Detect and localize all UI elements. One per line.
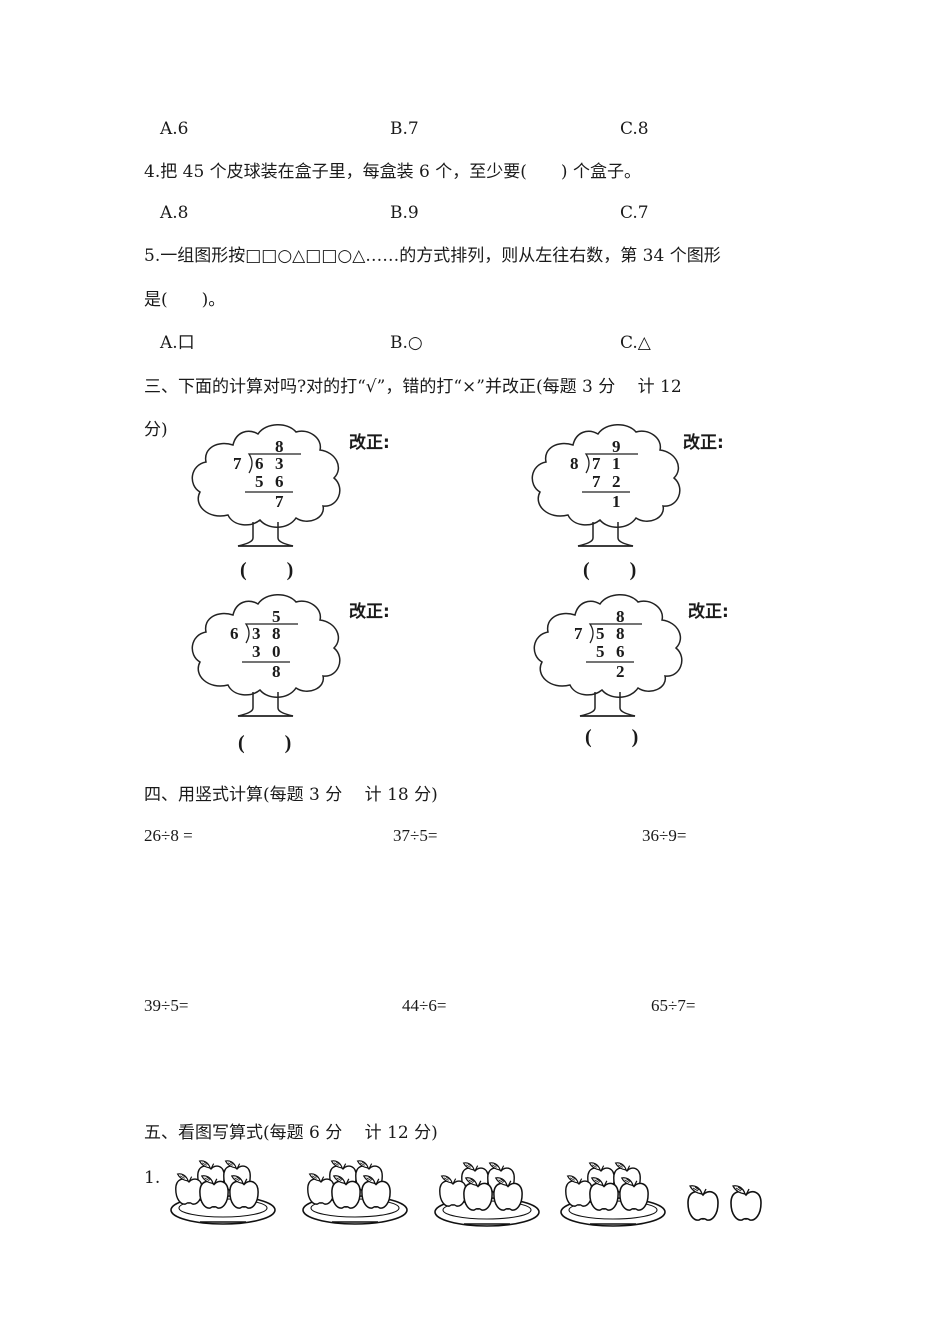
- section-3-title-line1: 三、下面的计算对吗?对的打“√”，错的打“×”并改正(每题 3 分 计 12: [144, 377, 682, 397]
- fix-label-2: 改正:: [683, 433, 724, 453]
- plate-of-apples-4: [558, 1160, 668, 1234]
- tree-icon: [188, 590, 348, 720]
- product-digit-2: 6: [275, 472, 284, 491]
- plate-of-apples-3: [432, 1160, 542, 1234]
- product-digit-1: 3: [252, 642, 261, 661]
- q5-option-a: A.口: [160, 333, 195, 353]
- dividend-digit-2: 1: [612, 454, 621, 473]
- section-5-title: 五、看图写算式(每题 6 分 计 12 分): [144, 1123, 438, 1143]
- fix-label-3: 改正:: [349, 602, 390, 622]
- apple-plate-icon: [168, 1158, 278, 1228]
- product-digit-1: 7: [592, 472, 601, 491]
- calc-problem-1: 26÷8 =: [144, 826, 193, 845]
- quotient: 8: [275, 437, 284, 456]
- question-4-text: 4.把 45 个皮球装在盒子里，每盒装 6 个，至少要( ) 个盒子。: [144, 162, 641, 182]
- q4-option-b: B.9: [390, 203, 419, 223]
- loose-apple-1: [686, 1183, 720, 1227]
- tree-icon: [530, 590, 690, 720]
- divisor: 7: [233, 454, 242, 473]
- answer-paren-1[interactable]: ( ): [240, 559, 294, 581]
- q3-option-a: A.6: [160, 119, 189, 139]
- division-tree-4: 8 7 5 8 5 6 2 ( ): [530, 590, 700, 770]
- divisor: 7: [574, 624, 583, 643]
- apple-plate-icon: [300, 1158, 410, 1228]
- fix-label-1: 改正:: [349, 433, 390, 453]
- calc-problem-3: 36÷9=: [642, 826, 687, 845]
- division-tree-1: 8 7 6 3 5 6 7 ( ): [188, 420, 358, 600]
- q4-option-a: A.8: [160, 203, 189, 223]
- apple-plate-icon: [558, 1160, 668, 1230]
- dividend-digit-2: 3: [275, 454, 284, 473]
- quotient: 5: [272, 607, 281, 626]
- answer-paren-4[interactable]: ( ): [585, 726, 639, 748]
- calc-problem-5: 44÷6=: [402, 996, 447, 1015]
- divisor: 8: [570, 454, 579, 473]
- fix-label-4: 改正:: [688, 602, 729, 622]
- q5-option-b: B.○: [390, 333, 423, 353]
- dividend-digit-1: 5: [596, 624, 605, 643]
- calc-problem-4: 39÷5=: [144, 996, 189, 1015]
- apple-icon: [729, 1183, 763, 1223]
- answer-paren-2[interactable]: ( ): [583, 559, 637, 581]
- divisor: 6: [230, 624, 239, 643]
- division-tree-3: 5 6 3 8 3 0 8 ( ): [188, 590, 358, 770]
- calc-problem-6: 65÷7=: [651, 996, 696, 1015]
- remainder: 8: [272, 662, 281, 681]
- section-4-title: 四、用竖式计算(每题 3 分 计 18 分): [144, 785, 438, 805]
- dividend-digit-2: 8: [616, 624, 625, 643]
- product-digit-1: 5: [255, 472, 264, 491]
- question-5-text-line2: 是( )。: [144, 290, 226, 310]
- calc-problem-2: 37÷5=: [393, 826, 438, 845]
- product-digit-2: 6: [616, 642, 625, 661]
- product-digit-2: 2: [612, 472, 621, 491]
- tree-icon: [528, 420, 688, 550]
- division-tree-2: 9 8 7 1 7 2 1 ( ): [528, 420, 698, 600]
- plate-of-apples-1: [168, 1158, 278, 1232]
- plate-of-apples-2: [300, 1158, 410, 1232]
- apple-icon: [686, 1183, 720, 1223]
- dividend-digit-2: 8: [272, 624, 281, 643]
- q3-option-b: B.7: [390, 119, 419, 139]
- apple-plate-icon: [432, 1160, 542, 1230]
- remainder: 1: [612, 492, 621, 511]
- product-digit-1: 5: [596, 642, 605, 661]
- quotient: 8: [616, 607, 625, 626]
- dividend-digit-1: 7: [592, 454, 601, 473]
- q4-option-c: C.7: [620, 203, 649, 223]
- quotient: 9: [612, 437, 621, 456]
- tree-icon: [188, 420, 348, 550]
- item-1-label: 1.: [144, 1168, 161, 1188]
- loose-apple-2: [729, 1183, 763, 1227]
- section-3-title-line2: 分): [144, 420, 168, 440]
- remainder: 2: [616, 662, 625, 681]
- q5-option-c: C.△: [620, 333, 651, 353]
- dividend-digit-1: 6: [255, 454, 264, 473]
- product-digit-2: 0: [272, 642, 281, 661]
- question-5-text-line1: 5.一组图形按□□○△□□○△……的方式排列，则从左往右数，第 34 个图形: [144, 246, 721, 266]
- remainder: 7: [275, 492, 284, 511]
- dividend-digit-1: 3: [252, 624, 261, 643]
- answer-paren-3[interactable]: ( ): [238, 732, 292, 754]
- q3-option-c: C.8: [620, 119, 649, 139]
